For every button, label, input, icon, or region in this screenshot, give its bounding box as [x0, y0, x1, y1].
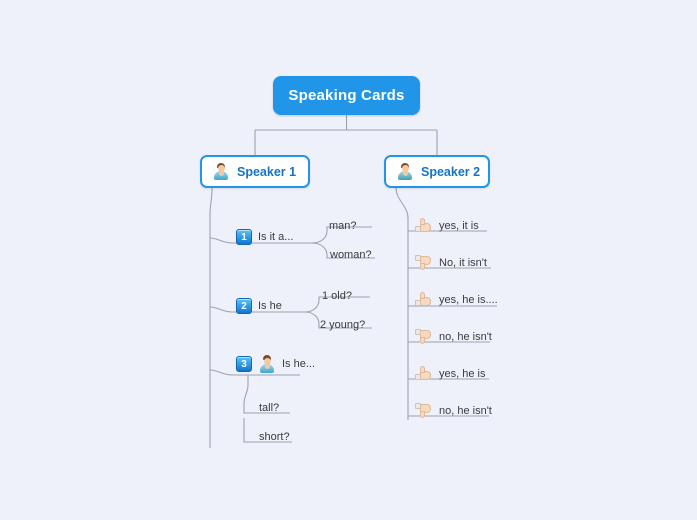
person-icon — [258, 355, 276, 373]
node-question-2-label: Is he — [258, 300, 282, 312]
node-speaker-2-label: Speaker 2 — [421, 164, 481, 179]
person-icon — [212, 162, 230, 181]
node-question-3[interactable]: 3 Is he... — [236, 355, 315, 373]
number-badge-icon: 3 — [236, 356, 252, 372]
thumbs-up-icon — [415, 366, 432, 381]
person-icon — [396, 162, 414, 181]
node-speaker-1[interactable]: Speaker 1 — [200, 155, 310, 188]
node-speaker-1-label: Speaker 1 — [237, 164, 297, 179]
leaf-woman[interactable]: woman? — [330, 249, 372, 261]
node-answer-5[interactable]: yes, he is — [415, 366, 485, 381]
node-question-1[interactable]: 1 Is it a... — [236, 229, 293, 245]
node-question-1-label: Is it a... — [258, 231, 294, 243]
root-label: Speaking Cards — [288, 87, 405, 104]
node-question-2[interactable]: 2 Is he — [236, 298, 282, 314]
node-answer-3-label: yes, he is.... — [439, 293, 498, 306]
leaf-young[interactable]: 2 young? — [320, 319, 366, 331]
thumbs-down-icon — [415, 329, 432, 344]
node-answer-3[interactable]: yes, he is.... — [415, 292, 498, 307]
leaf-old[interactable]: 1 old? — [322, 290, 352, 302]
node-question-3-label: Is he... — [282, 358, 316, 370]
node-answer-2[interactable]: No, it isn't — [415, 255, 487, 270]
leaf-man[interactable]: man? — [329, 220, 357, 232]
leaf-tall[interactable]: tall? — [259, 402, 280, 414]
node-answer-6-label: no, he isn't — [439, 404, 492, 417]
thumbs-down-icon — [415, 255, 432, 270]
number-badge-icon: 1 — [236, 229, 252, 245]
thumbs-down-icon — [415, 403, 432, 418]
thumbs-up-icon — [415, 218, 432, 233]
node-answer-2-label: No, it isn't — [439, 256, 487, 269]
node-answer-4-label: no, he isn't — [439, 330, 492, 343]
root-node-speaking-cards[interactable]: Speaking Cards — [273, 76, 420, 115]
node-answer-1[interactable]: yes, it is — [415, 218, 479, 233]
number-badge-icon: 2 — [236, 298, 252, 314]
node-answer-5-label: yes, he is — [439, 367, 486, 380]
thumbs-up-icon — [415, 292, 432, 307]
node-answer-6[interactable]: no, he isn't — [415, 403, 492, 418]
node-answer-1-label: yes, it is — [439, 219, 479, 232]
node-answer-4[interactable]: no, he isn't — [415, 329, 492, 344]
leaf-short[interactable]: short? — [259, 431, 290, 443]
node-speaker-2[interactable]: Speaker 2 — [384, 155, 490, 188]
